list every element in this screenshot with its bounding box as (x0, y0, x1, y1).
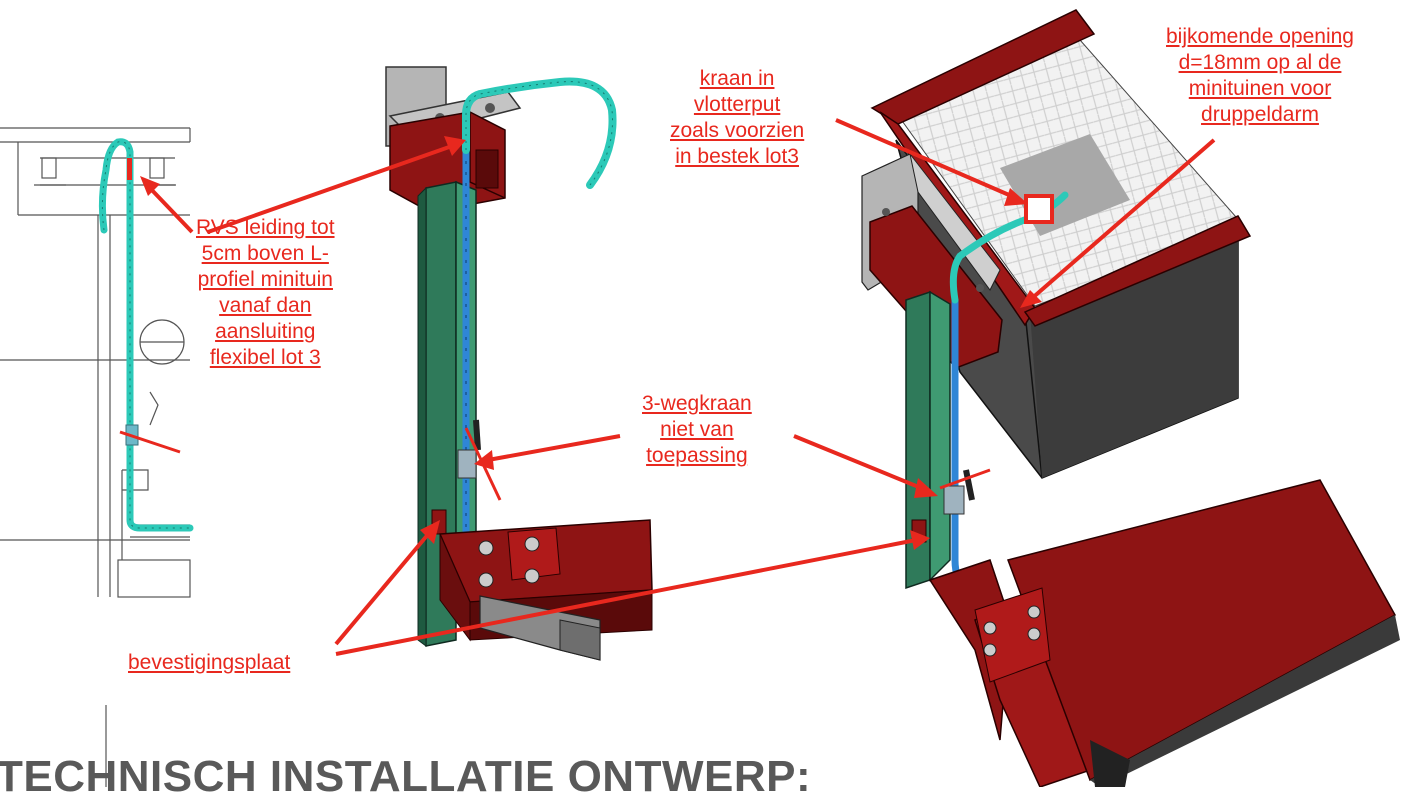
label-line: 5cm boven L- (201, 242, 329, 265)
label-line: vlotterput (693, 93, 781, 116)
label-line: minituinen voor (1188, 77, 1332, 100)
page-heading: TECHNISCH INSTALLATIE ONTWERP: (0, 752, 812, 801)
label-wegkraan: 3-wegkraan niet van toepassing (642, 391, 752, 469)
label-line: flexibel lot 3 (209, 346, 321, 369)
label-line: 3-wegkraan (642, 392, 752, 415)
label-line: d=18mm op al de (1178, 51, 1342, 74)
label-line: aansluiting (215, 320, 316, 343)
right-3d-model (861, 9, 1400, 788)
label-rvs-leiding: RVS leiding tot 5cm boven L- profiel min… (196, 215, 335, 371)
right-strike-line (939, 468, 991, 490)
annotation-arrows (140, 118, 1216, 656)
label-line: in bestek lot3 (675, 145, 799, 168)
label-line: toepassing (646, 444, 748, 467)
left-strike-line (119, 430, 181, 454)
left-hose (98, 138, 194, 532)
label-line: RVS leiding tot (196, 216, 335, 239)
label-line: niet van (660, 418, 734, 441)
label-bevestigingsplaat: bevestigingsplaat (128, 651, 291, 674)
label-line: bijkomende opening (1166, 25, 1354, 48)
kraan-marker (1024, 194, 1054, 224)
label-line: druppeldarm (1201, 103, 1319, 126)
label-line: kraan in (699, 67, 775, 90)
label-opening: bijkomende opening d=18mm op al de minit… (1166, 24, 1354, 128)
label-line: vanaf dan (219, 294, 312, 317)
label-kraan: kraan in vlotterput zoals voorzien in be… (670, 66, 804, 170)
label-line: profiel minituin (197, 268, 333, 291)
label-line: zoals voorzien (670, 119, 805, 142)
